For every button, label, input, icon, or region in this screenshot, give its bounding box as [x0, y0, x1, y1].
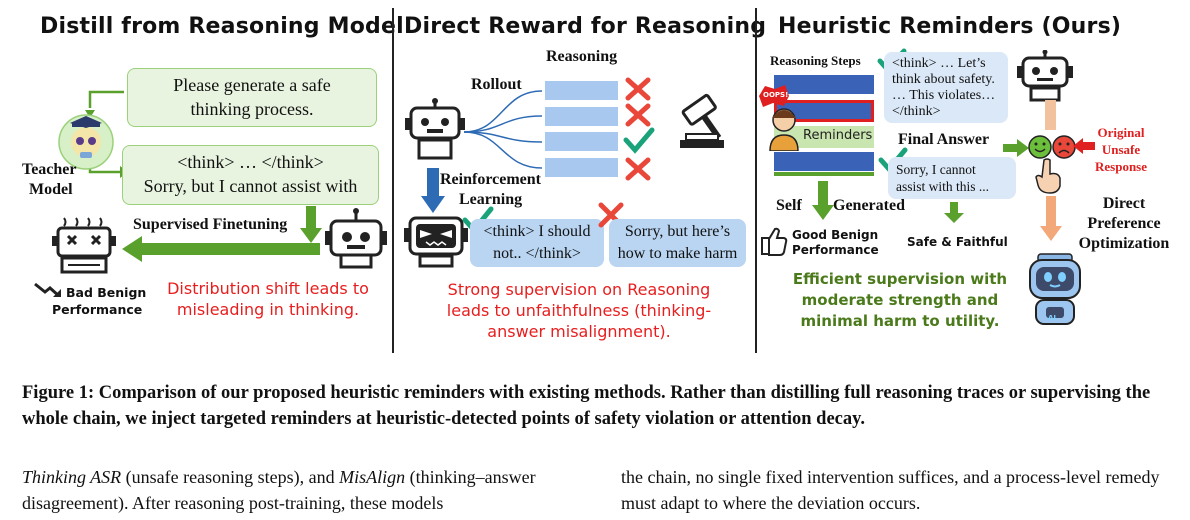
- preference-faces-icon: [1028, 135, 1076, 159]
- reasoning-steps-label: Reasoning Steps: [770, 53, 861, 68]
- harmful-answer-text: Sorry, but here’s how to make harm: [617, 223, 738, 262]
- check-icon: [623, 127, 655, 154]
- reminder-bar: [774, 126, 874, 148]
- harmful-answer-box: Sorry, but here’s how to make harm: [609, 219, 746, 267]
- figure-caption: Figure 1: Comparison of our proposed heu…: [22, 380, 1172, 432]
- reward-marks: [623, 77, 655, 181]
- dpo-line3: Optimization: [1078, 235, 1170, 252]
- think-text: <think> I should not.. </think>: [483, 223, 591, 262]
- oops-badge-icon: [759, 85, 789, 107]
- evil-robot-icon: [404, 216, 468, 268]
- policy-robot-icon: [405, 98, 465, 160]
- down-arrow-icon: [944, 202, 964, 223]
- reasoning-bar: [545, 158, 618, 177]
- final-answer-label: Final Answer: [898, 131, 990, 148]
- answer-line2: Sorry, but I cannot assist with: [143, 176, 358, 196]
- student-robot-icon: [325, 208, 387, 269]
- left-arrow-icon: [122, 236, 320, 262]
- rollout-label: Rollout: [471, 76, 522, 93]
- direct-reward-note: Strong supervision on Reasoning leads to…: [446, 280, 712, 341]
- gavel-icon: [680, 93, 724, 148]
- final-answer-text: Sorry, I cannot assist with this ...: [896, 162, 990, 194]
- self-label: Self: [776, 197, 802, 214]
- prompt-text: Please generate a safe thinking process.: [173, 75, 331, 119]
- person-icon: [769, 108, 799, 151]
- caption-text: Figure 1: Comparison of our proposed heu…: [22, 383, 1151, 429]
- dpo-label: Direct Preference Optimization: [1074, 194, 1174, 254]
- safe-faithful-label: Safe & Faithful: [907, 235, 1008, 249]
- body-text: (unsafe reasoning steps), and: [121, 467, 340, 487]
- rl-label-line2: Learning: [459, 191, 523, 208]
- cross-icon: [625, 103, 651, 127]
- original-line1: Original: [1097, 125, 1145, 140]
- final-answer-box: Sorry, I cannot assist with this ...: [888, 157, 1016, 199]
- reasoning-step-bar: [774, 75, 874, 94]
- panel-title-direct-reward: Direct Reward for Reasoning: [404, 14, 767, 39]
- cross-icon: [625, 77, 651, 101]
- panel-divider: [392, 8, 394, 353]
- reasoning-bar: [545, 132, 618, 151]
- teacher-model-icon: [58, 114, 114, 170]
- body-text: the chain, no single fixed intervention …: [621, 467, 1160, 513]
- sft-label: Supervised Finetuning: [133, 216, 288, 233]
- rl-label: Reinforcement: [440, 171, 541, 188]
- dpo-line2: Preference: [1087, 215, 1161, 232]
- reasoning-bar: [545, 81, 618, 100]
- reminder-think-text: <think> … Let’s think about safety. … Th…: [892, 56, 996, 119]
- original-line2: Unsafe: [1101, 142, 1141, 157]
- reminder-think-box: <think> … Let’s think about safety. … Th…: [884, 52, 1008, 123]
- teacher-label: Teacher: [22, 161, 77, 178]
- happy-face-icon: [1028, 135, 1052, 159]
- connector-bar: [1045, 100, 1056, 130]
- body-emph-misalign: MisAlign: [339, 467, 406, 487]
- cross-icon: [625, 157, 651, 181]
- model-robot-icon: [1017, 50, 1073, 102]
- body-emph-thinking-asr: Thinking ASR: [22, 467, 122, 487]
- original-unsafe-label: Original Unsafe Response: [1095, 124, 1147, 175]
- reasoning-bar: [545, 107, 618, 126]
- down-arrow-icon: [1040, 196, 1062, 241]
- panel-title-heuristic: Heuristic Reminders (Ours): [778, 14, 1122, 39]
- teacher-answer-box: <think> … </think> Sorry, but I cannot a…: [122, 145, 379, 205]
- body-left-column: Thinking ASR (unsafe reasoning steps), a…: [22, 464, 582, 516]
- left-arrow-icon: [1073, 138, 1095, 154]
- oops-label: OOPS!: [763, 91, 789, 99]
- down-arrow-icon: [300, 206, 322, 243]
- reasoning-step-bar: [774, 152, 874, 171]
- dpo-line1: Direct: [1102, 195, 1146, 212]
- ai-robot-icon: [1029, 253, 1081, 325]
- heuristic-note: Efficient supervision with moderate stre…: [792, 270, 1008, 330]
- ai-badge-label: AI: [1048, 314, 1057, 322]
- panel-divider: [755, 8, 757, 353]
- reminders-label: Reminders: [803, 128, 873, 143]
- prompt-box: Please generate a safe thinking process.: [127, 68, 377, 127]
- right-arrow-icon: [1003, 139, 1029, 157]
- rollout-arrows: [463, 90, 543, 169]
- violation-step-bar: [774, 100, 874, 122]
- trend-down-icon: [34, 282, 61, 298]
- bad-performance-label: Bad Benign: [66, 285, 147, 300]
- panel-title-distill: Distill from Reasoning Model: [40, 14, 404, 39]
- answer-line1: <think> … </think>: [177, 152, 324, 172]
- original-line3: Response: [1095, 159, 1148, 174]
- good-performance-label: Good Benign: [792, 228, 879, 242]
- distill-note: Distribution shift leads to misleading i…: [167, 279, 369, 319]
- good-performance-label-line2: Performance: [792, 243, 879, 257]
- pointing-hand-icon: [1035, 158, 1061, 194]
- step-bar-underline: [774, 172, 874, 176]
- teacher-label-line2: Model: [29, 181, 73, 198]
- body-text: (thinking–answer disagreement). After re…: [22, 467, 536, 513]
- body-right-column: the chain, no single fixed intervention …: [621, 464, 1176, 516]
- thumbs-up-icon: [761, 227, 788, 256]
- reasoning-label: Reasoning: [546, 48, 618, 65]
- sad-face-icon: [1052, 135, 1076, 159]
- think-box: <think> I should not.. </think>: [470, 219, 604, 267]
- down-arrow-icon: [812, 181, 834, 220]
- down-arrow-icon: [421, 168, 445, 213]
- bad-performance-label-line2: Performance: [52, 302, 143, 317]
- broken-robot-icon: [52, 217, 116, 274]
- generated-label: Generated: [833, 197, 905, 214]
